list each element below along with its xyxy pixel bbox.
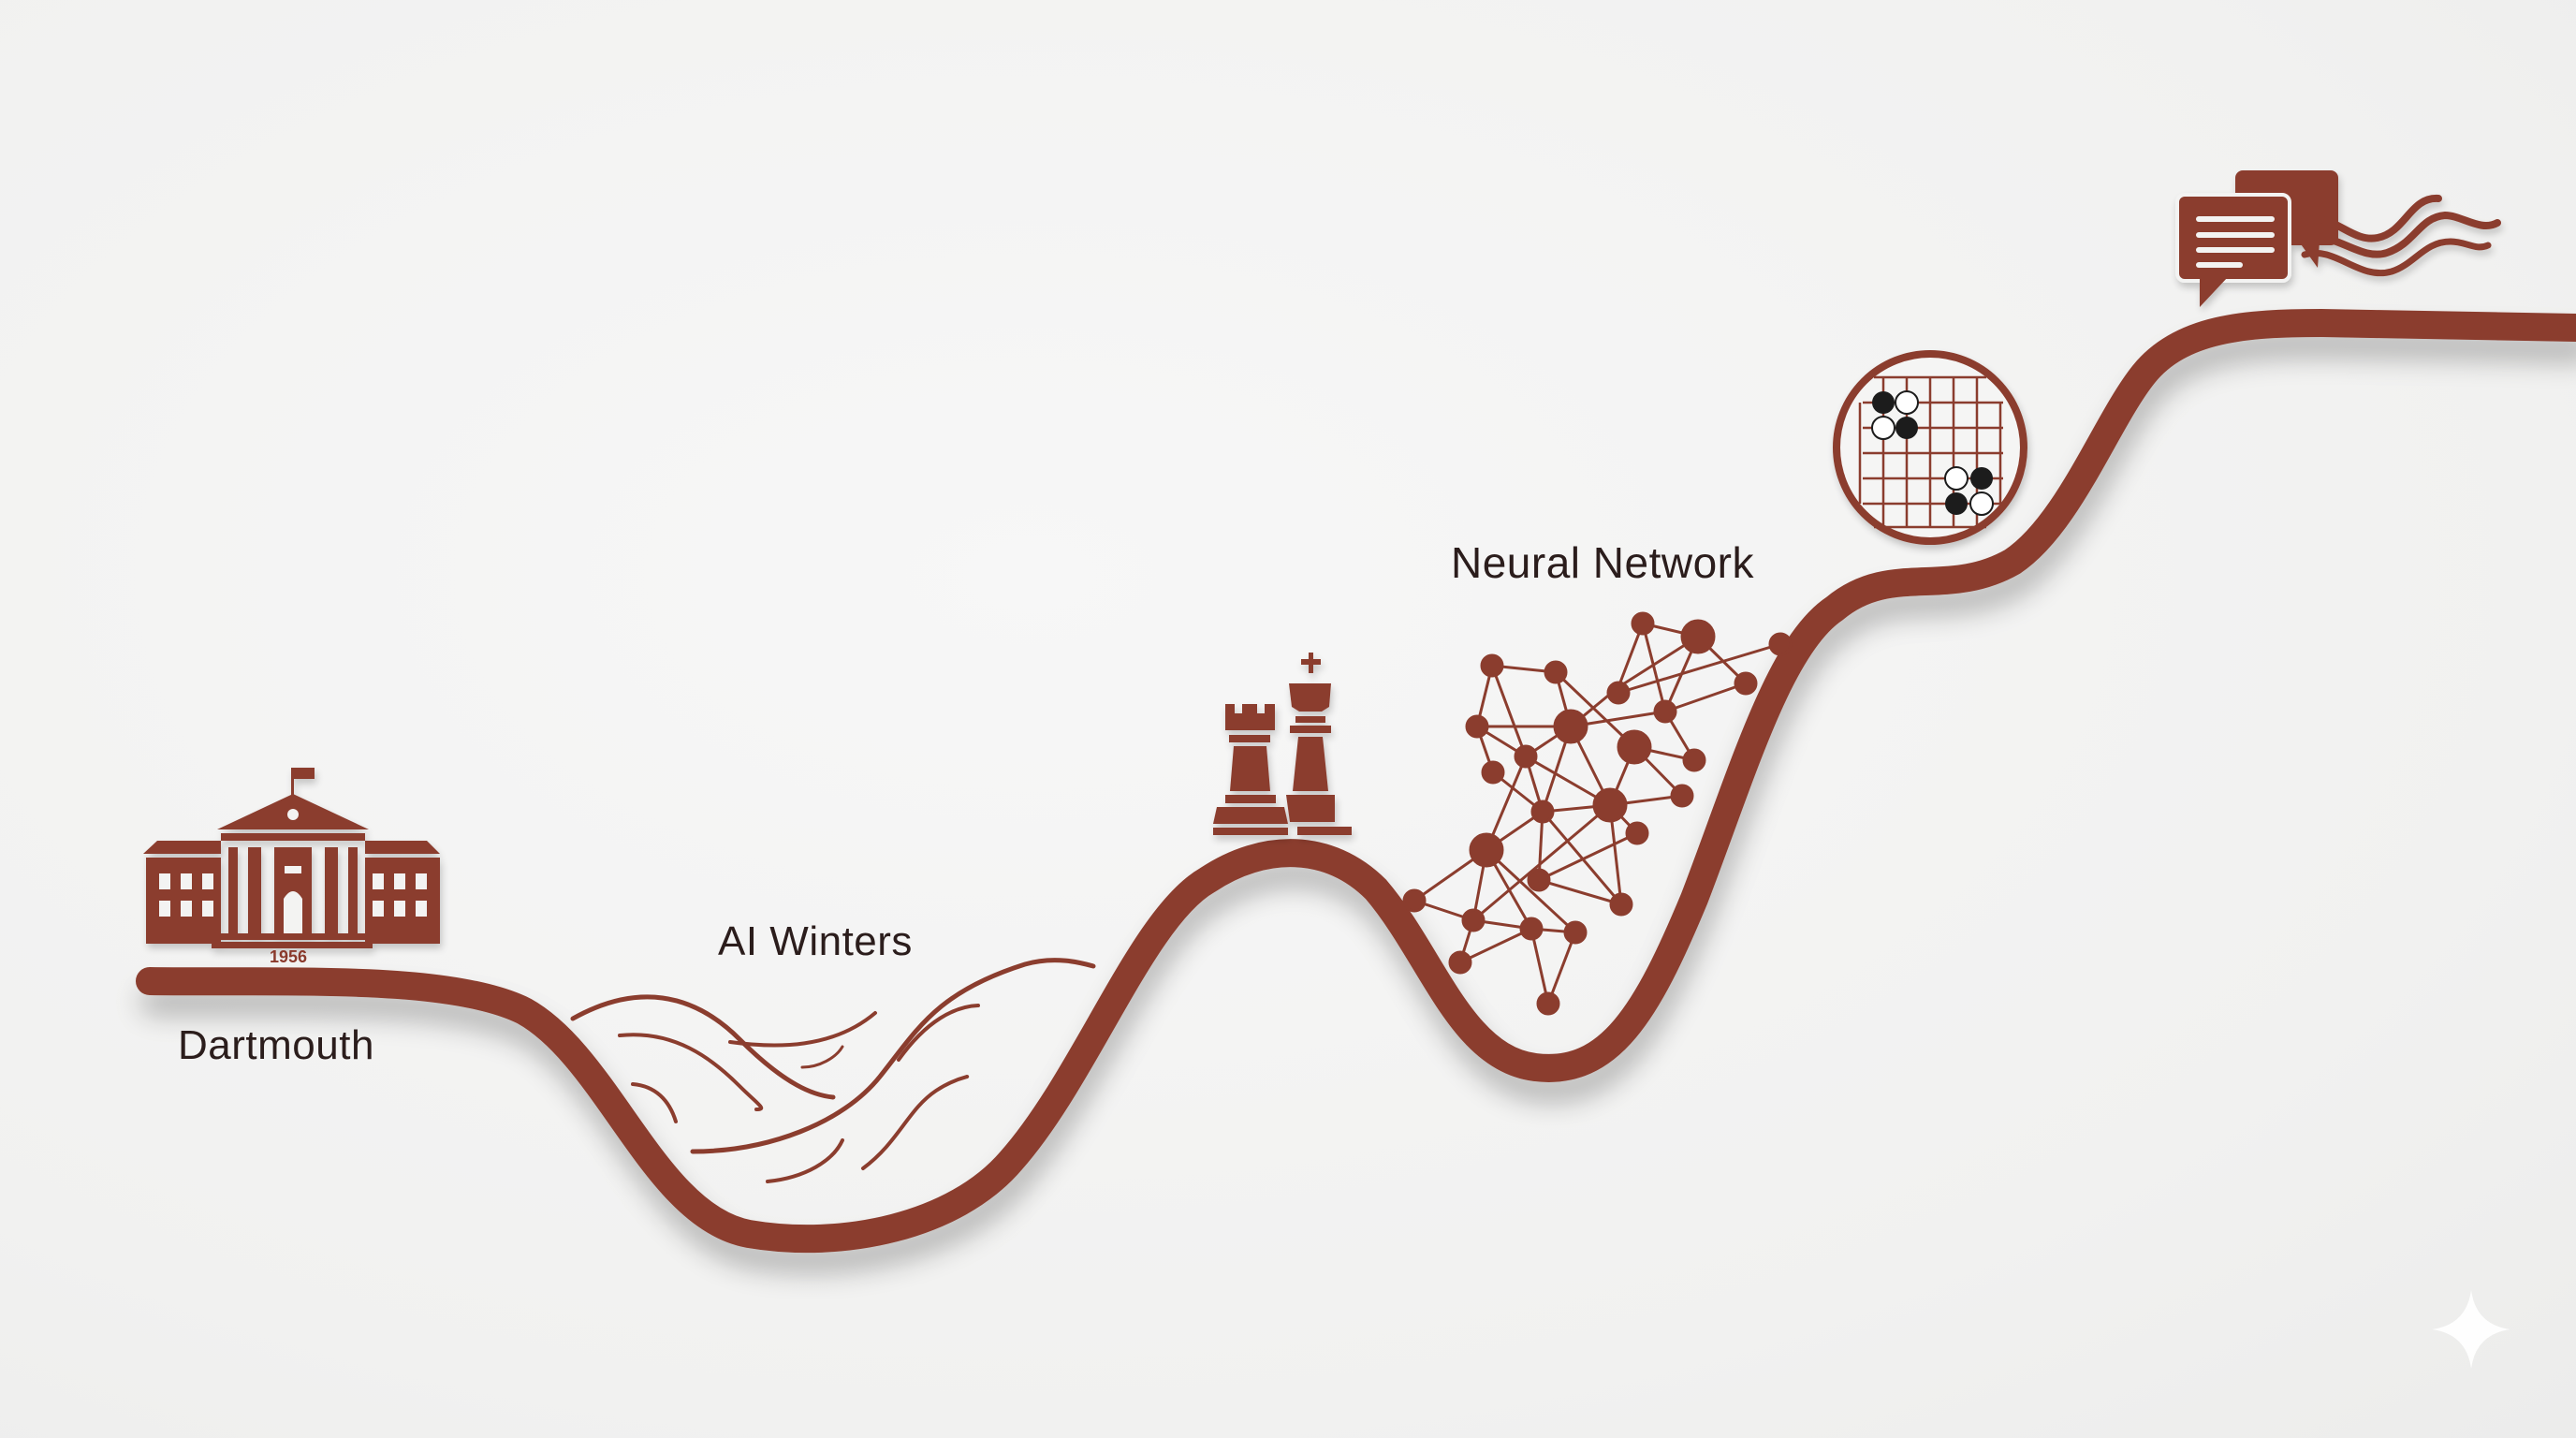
wind-swirl-icon: [570, 958, 1096, 1183]
timeline-curve: [136, 308, 2576, 1254]
dartmouth-year: 1956: [270, 947, 308, 966]
university-building-icon: [143, 768, 440, 948]
go-board-icon: [1833, 350, 2027, 545]
neural-network-label: Neural Network: [1451, 538, 1754, 587]
dartmouth-label: Dartmouth: [178, 1022, 374, 1068]
chess-pieces-icon: [1213, 653, 1352, 835]
ai-winters-label: AI Winters: [718, 918, 913, 964]
sparkle-icon: [2432, 1290, 2510, 1369]
neural-network-icon: [1402, 611, 1793, 1016]
chat-bubbles-icon: [2175, 170, 2501, 307]
